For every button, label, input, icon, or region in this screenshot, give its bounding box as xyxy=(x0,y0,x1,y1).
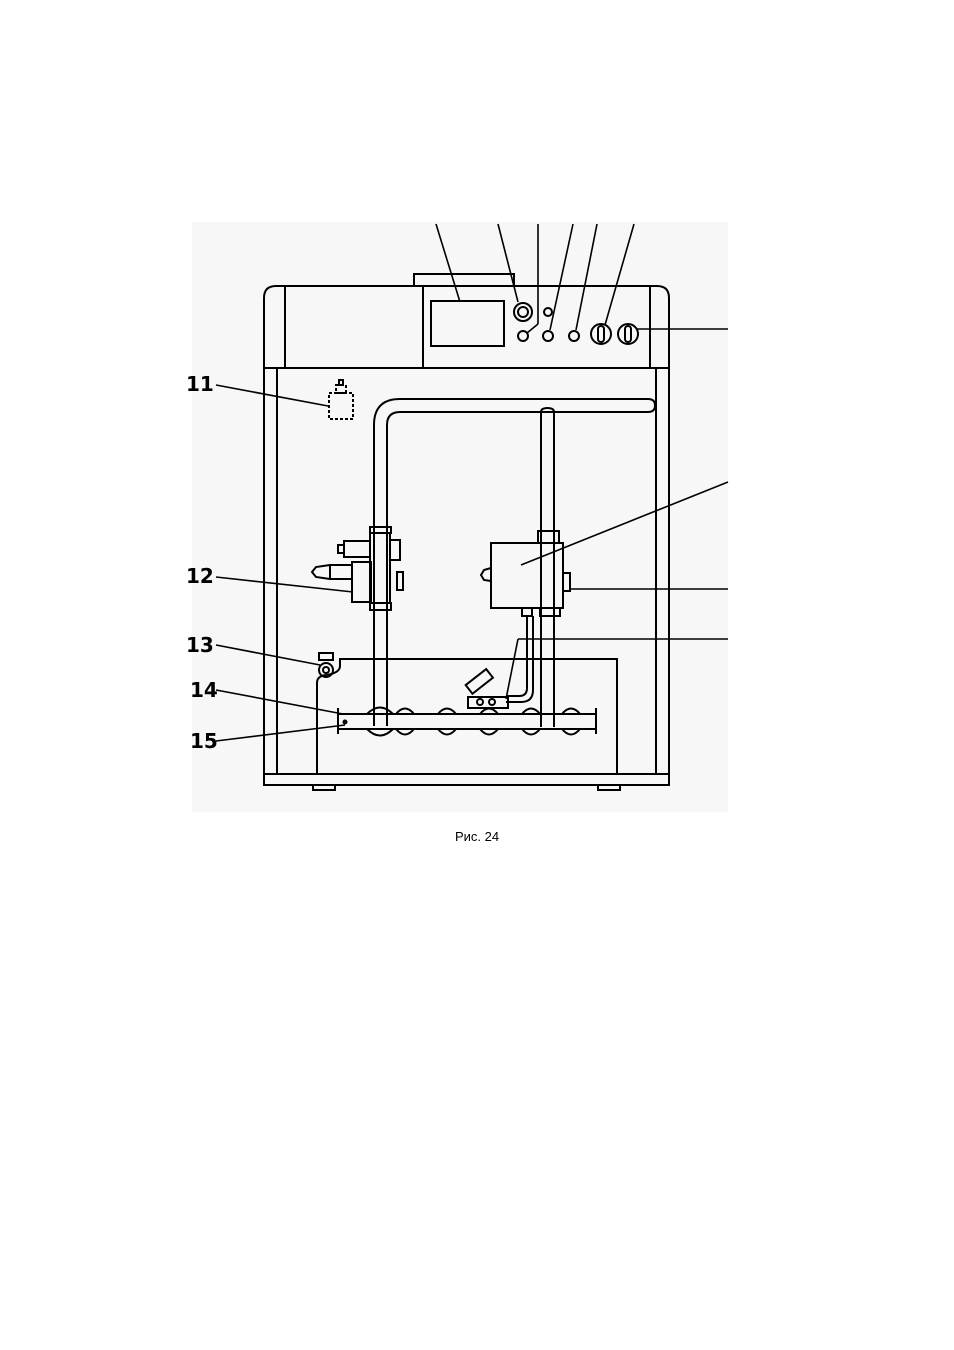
callout-13: 13 xyxy=(186,633,214,657)
callout-14: 14 xyxy=(190,678,218,702)
callout-12: 12 xyxy=(186,564,214,588)
manifold-marker xyxy=(343,720,348,725)
callout-15: 15 xyxy=(190,729,218,753)
scan-background xyxy=(192,222,728,812)
figure-caption: Рис. 24 xyxy=(0,829,954,844)
callout-11: 11 xyxy=(186,372,214,396)
